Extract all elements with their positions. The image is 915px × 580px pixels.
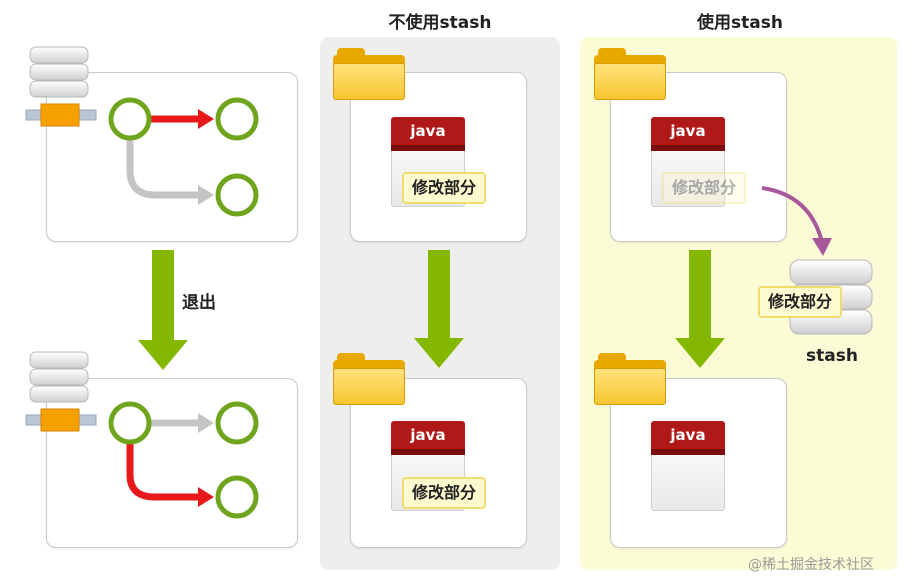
- branch-card-top: [46, 72, 298, 242]
- java-file-icon: java: [651, 421, 725, 511]
- watermark: @稀土掘金技术社区: [748, 557, 874, 573]
- java-file-icon: java: [651, 117, 725, 207]
- middle-down-arrow: [414, 250, 464, 368]
- database-icon: [25, 46, 97, 127]
- folder-icon: [333, 48, 405, 100]
- stashed-modified-chip: 修改部分: [758, 286, 843, 318]
- down-arrow-icon: [675, 250, 725, 368]
- stash-title: 使用stash: [697, 13, 783, 33]
- stash-curve-arrow-icon: [761, 186, 832, 256]
- down-arrow-icon: [138, 250, 188, 370]
- down-arrow-icon: [414, 250, 464, 368]
- folder-icon: [594, 353, 666, 405]
- modified-chip: 修改部分: [402, 172, 487, 204]
- folder-icon: [333, 353, 405, 405]
- no-stash-title: 不使用stash: [388, 13, 492, 33]
- database-icon: [25, 351, 97, 432]
- folder-icon: [594, 48, 666, 100]
- branch-graph-top: [108, 97, 259, 217]
- stash-dir-card-top: [610, 72, 787, 242]
- exit-label: 退出: [182, 293, 216, 313]
- stash-label: stash: [806, 346, 858, 366]
- modified-chip: 修改部分: [402, 477, 487, 509]
- branch-graph-bottom: [108, 401, 259, 519]
- left-graphics: [25, 46, 259, 519]
- modified-chip-faded: 修改部分: [662, 172, 747, 204]
- branch-card-bottom: [46, 378, 298, 548]
